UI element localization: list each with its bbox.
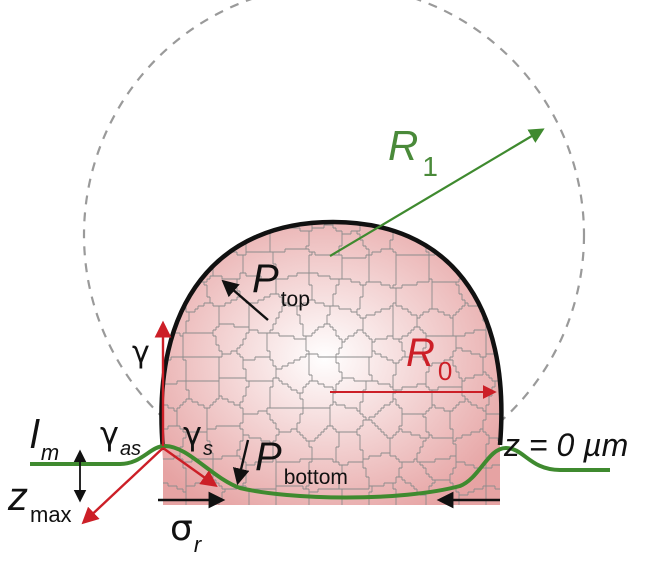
- gamma-as-arrow: [81, 447, 164, 525]
- gamma-s-arrow: [162, 447, 218, 487]
- z-zero-label: z = 0 µm: [503, 427, 628, 463]
- p-bottom-arrow: [232, 439, 250, 486]
- lm-label: lm: [30, 413, 59, 465]
- gamma-s-label: γs: [183, 415, 213, 460]
- sigma-r-label: σr: [170, 508, 203, 557]
- aggregate-outline: [159, 219, 504, 451]
- zmax-label: zmax: [7, 475, 72, 527]
- membrane-curve: [30, 443, 610, 500]
- gamma-label: γ: [132, 335, 150, 370]
- p-top-arrow: [221, 279, 269, 321]
- p-bottom-label: Pbottom: [255, 435, 348, 489]
- gamma-as-label: γas: [100, 415, 141, 460]
- p-top-label: Ptop: [252, 257, 310, 311]
- r1-radius-arrow: [329, 128, 545, 257]
